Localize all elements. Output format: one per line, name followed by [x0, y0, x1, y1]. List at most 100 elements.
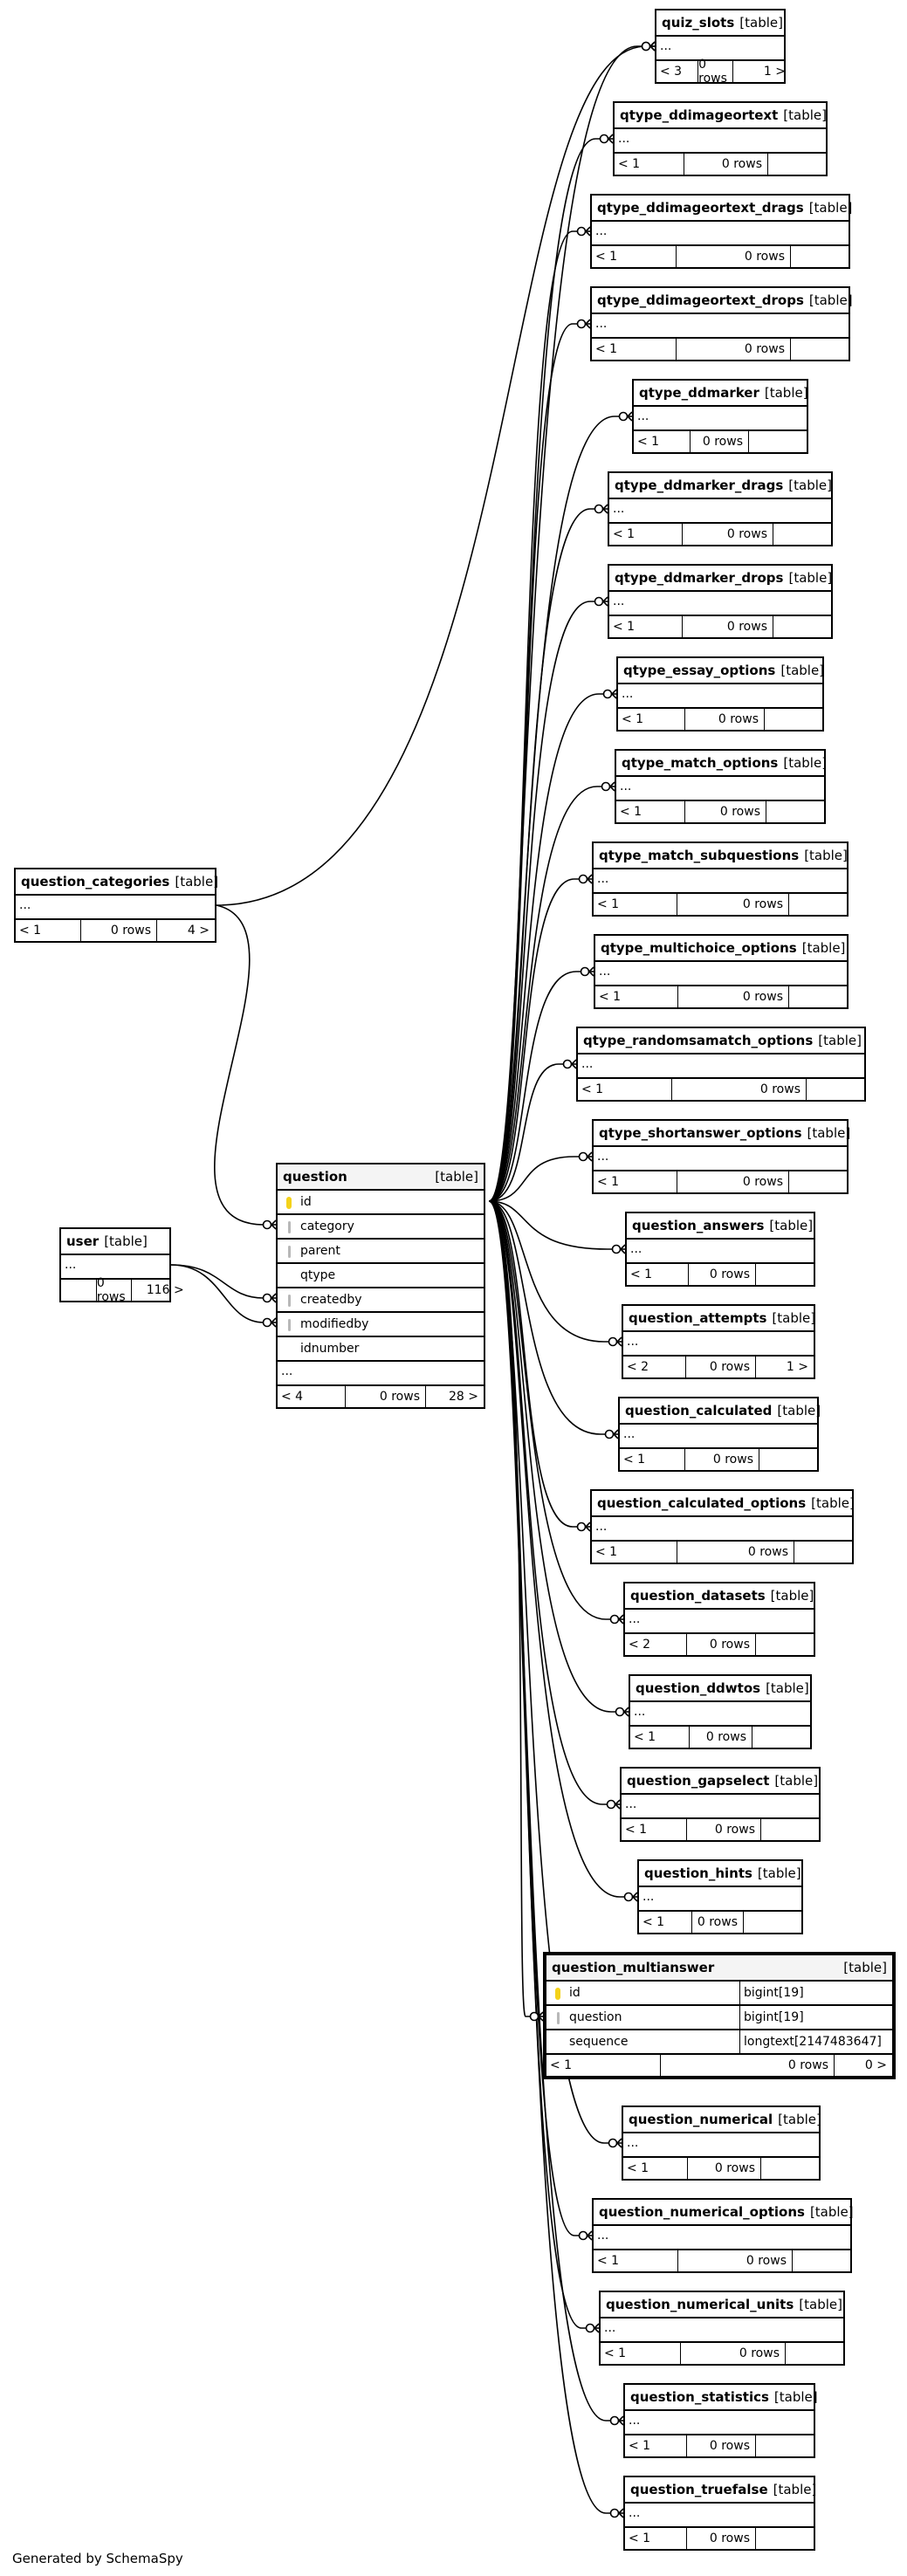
parents-count[interactable]: < 1: [578, 1079, 673, 1100]
parents-count[interactable]: < 3: [656, 61, 699, 82]
parents-count[interactable]: < 1: [616, 801, 685, 822]
children-count[interactable]: 4 >: [187, 924, 210, 938]
children-count[interactable]: [766, 801, 824, 822]
children-count[interactable]: [768, 154, 826, 175]
parents-count[interactable]: < 1: [623, 2158, 688, 2179]
children-count[interactable]: [752, 1727, 810, 1748]
parents-count[interactable]: < 4: [278, 1386, 346, 1407]
children-count[interactable]: [756, 2528, 814, 2549]
children-count[interactable]: [773, 524, 831, 545]
table-name[interactable]: qtype_ddimageortext_drops: [597, 292, 804, 308]
children-count[interactable]: [756, 1634, 814, 1655]
children-count[interactable]: [773, 616, 831, 637]
children-count[interactable]: [761, 1819, 819, 1840]
table-name[interactable]: qtype_essay_options: [623, 663, 776, 678]
table-name[interactable]: question_categories: [21, 874, 170, 890]
children-count[interactable]: [759, 1449, 817, 1470]
table-name[interactable]: question_calculated: [625, 1403, 773, 1419]
children-count[interactable]: 116 >: [146, 1283, 184, 1297]
parents-count[interactable]: < 1: [601, 2343, 681, 2364]
parents-count[interactable]: < 1: [630, 1727, 690, 1748]
children-count[interactable]: [789, 894, 847, 915]
table-name[interactable]: qtype_multichoice_options: [601, 940, 797, 956]
children-count[interactable]: 28 >: [449, 1390, 478, 1404]
column-row[interactable]: id: [278, 1191, 484, 1215]
children-count[interactable]: [791, 339, 849, 360]
children-count[interactable]: [765, 709, 822, 730]
parents-count[interactable]: < 1: [594, 1171, 677, 1192]
column-row[interactable]: modifiedby: [278, 1313, 484, 1337]
table-question-calculated-options[interactable]: question_calculated_options[table]...< 1…: [590, 1489, 855, 1564]
parents-count[interactable]: < 1: [622, 1819, 687, 1840]
table-name[interactable]: user: [66, 1233, 100, 1249]
parents-count[interactable]: < 1: [594, 2250, 679, 2271]
parents-count[interactable]: [61, 1280, 97, 1301]
children-count[interactable]: [807, 1079, 864, 1100]
table-name[interactable]: qtype_match_options: [622, 755, 779, 771]
parents-count[interactable]: < 1: [615, 154, 684, 175]
parents-count[interactable]: < 2: [625, 1634, 688, 1655]
table-name[interactable]: question_datasets: [630, 1588, 766, 1604]
parents-count[interactable]: < 1: [627, 1264, 689, 1285]
table-qtype-randomsamatch-options[interactable]: qtype_randomsamatch_options[table]...< 1…: [576, 1027, 866, 1102]
children-count[interactable]: [786, 2343, 843, 2364]
children-count[interactable]: [789, 1171, 847, 1192]
parents-count[interactable]: < 1: [594, 894, 677, 915]
column-row[interactable]: createdby: [278, 1288, 484, 1313]
parents-count[interactable]: < 1: [546, 2055, 661, 2076]
table-name[interactable]: qtype_match_subquestions: [599, 848, 800, 863]
parents-count[interactable]: < 1: [618, 709, 686, 730]
parents-count[interactable]: < 1: [634, 431, 691, 452]
table-name[interactable]: question_hints: [644, 1865, 752, 1881]
parents-count[interactable]: < 1: [592, 339, 677, 360]
children-count[interactable]: [794, 1542, 852, 1563]
table-name[interactable]: question_truefalse: [630, 2482, 768, 2497]
children-count[interactable]: [756, 2435, 814, 2456]
table-name[interactable]: quiz_slots: [662, 15, 735, 31]
table-name[interactable]: question_attempts: [629, 1310, 767, 1326]
table-name[interactable]: qtype_ddmarker_drops: [615, 570, 784, 586]
table-name[interactable]: question_numerical_units: [606, 2297, 794, 2312]
table-name[interactable]: qtype_ddimageortext_drags: [597, 200, 804, 216]
table-name[interactable]: qtype_ddimageortext: [620, 107, 779, 123]
column-row[interactable]: qtype: [278, 1264, 484, 1288]
column-row[interactable]: idnumber: [278, 1337, 484, 1362]
children-count[interactable]: 1 >: [786, 1360, 808, 1374]
column-row[interactable]: parent: [278, 1240, 484, 1264]
table-name[interactable]: question_answers: [632, 1218, 765, 1233]
parents-count[interactable]: < 1: [592, 246, 677, 267]
table-name[interactable]: question_gapselect: [627, 1773, 770, 1789]
table-name[interactable]: qtype_ddmarker: [639, 385, 759, 401]
children-count[interactable]: [756, 1264, 814, 1285]
parents-count[interactable]: < 1: [592, 1542, 678, 1563]
table-name[interactable]: question_multianswer: [552, 1960, 715, 1975]
table-name[interactable]: question_numerical_options: [599, 2204, 805, 2220]
table-name[interactable]: question_statistics: [630, 2389, 769, 2405]
parents-count[interactable]: < 1: [620, 1449, 685, 1470]
